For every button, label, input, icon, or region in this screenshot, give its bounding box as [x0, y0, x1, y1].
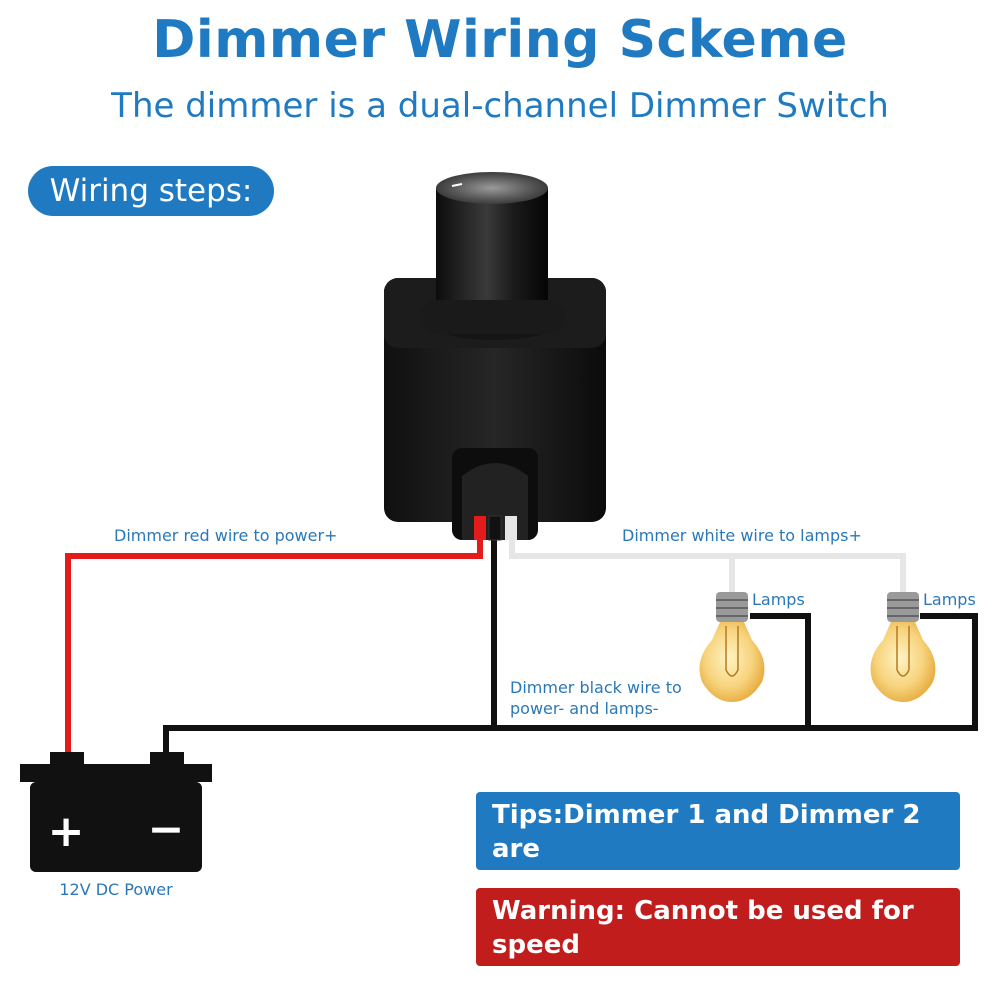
warning-text-line: Warning: Cannot be used for speed	[492, 896, 914, 960]
lamp-bulb	[870, 592, 936, 702]
dimmer-switch	[384, 172, 606, 541]
wiring-steps-badge: Wiring steps:	[28, 166, 274, 216]
lamp-bulb	[699, 592, 765, 702]
warning-text-line: control of fans and motors.	[492, 964, 893, 994]
red-wire-label: Dimmer red wire to power+	[114, 526, 338, 545]
tips-box: Tips:Dimmer 1 and Dimmer 2 are wired in …	[476, 792, 960, 898]
red-wire	[65, 536, 483, 752]
white-wire-label: Dimmer white wire to lamps+	[622, 526, 862, 545]
black-wire-label: Dimmer black wire to power- and lamps-	[510, 677, 682, 719]
battery-plus-symbol: +	[48, 806, 85, 857]
page-subtitle: The dimmer is a dual-channel Dimmer Swit…	[111, 86, 889, 126]
black-wire-label-line: power- and lamps-	[510, 699, 659, 718]
lamp-label: Lamps	[752, 590, 805, 609]
power-label: 12V DC Power	[59, 880, 173, 899]
battery-icon: + −	[20, 752, 212, 872]
black-wire-label-line: Dimmer black wire to	[510, 678, 682, 697]
warning-box: Warning: Cannot be used for speed contro…	[476, 888, 960, 994]
black-wire	[163, 536, 978, 752]
white-wire	[509, 536, 906, 600]
battery-minus-symbol: −	[148, 804, 185, 855]
tips-text-line: Tips:Dimmer 1 and Dimmer 2 are	[492, 800, 921, 864]
page-title: Dimmer Wiring Sckeme	[152, 10, 848, 70]
lamp-label: Lamps	[923, 590, 976, 609]
